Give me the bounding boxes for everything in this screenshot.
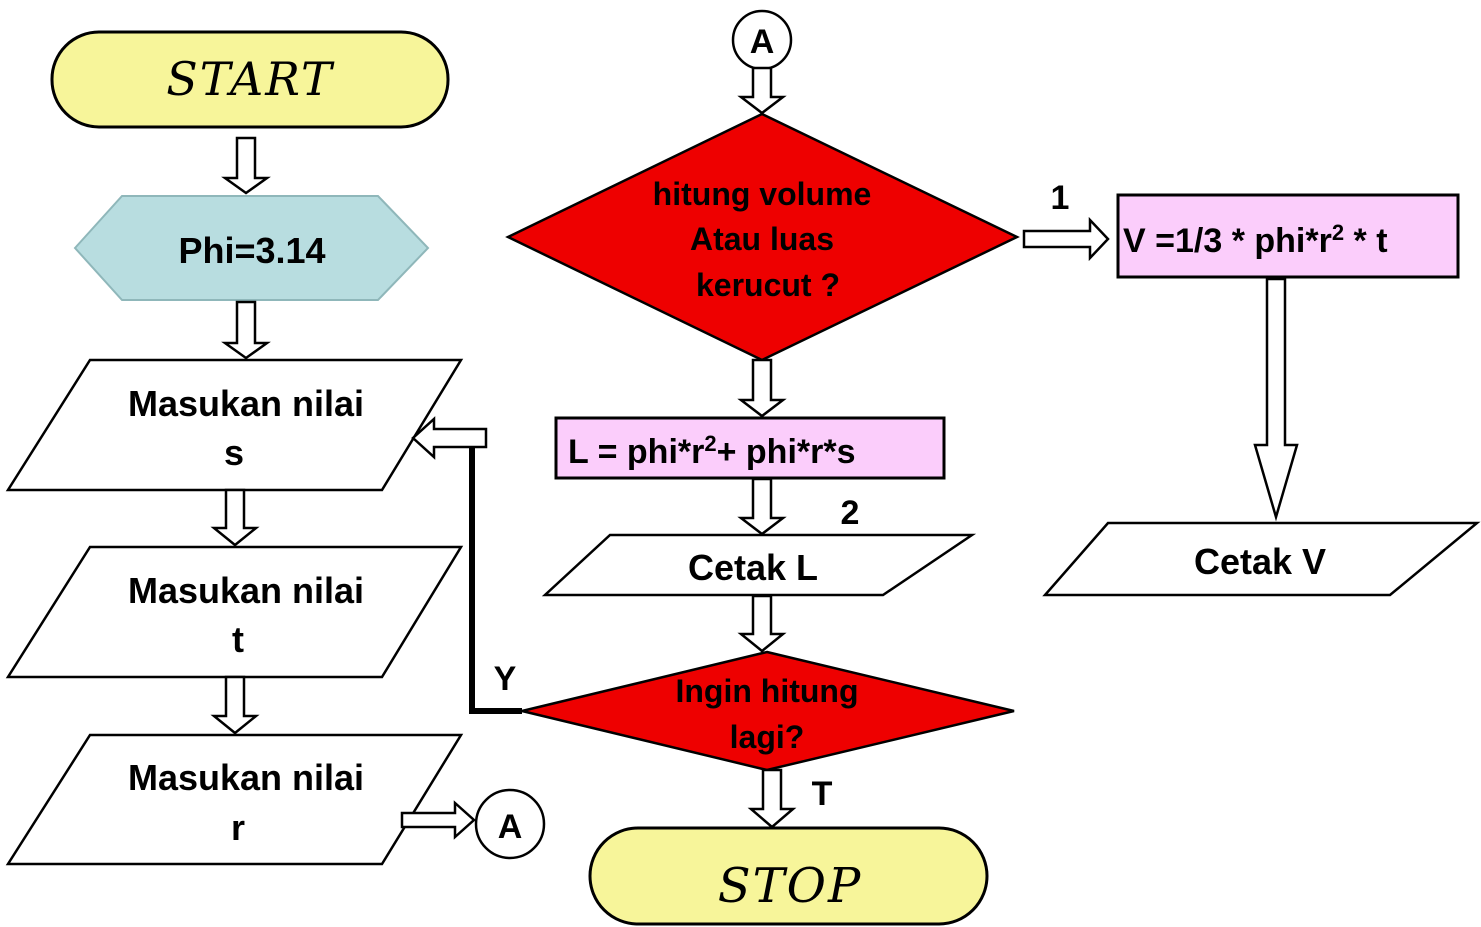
- arrow-connector-a-to-decision: [737, 66, 787, 115]
- decision-volume-or-area-line3: kerucut ?: [696, 267, 840, 303]
- input-s-line2: s: [224, 432, 244, 473]
- output-print-v: Cetak V: [1042, 521, 1481, 597]
- input-t-shape: [5, 545, 464, 679]
- input-s: Masukan nilai s: [5, 358, 464, 492]
- arrow-input-r-to-connector-a: [400, 800, 476, 840]
- decision-volume-or-area: hitung volume Atau luas kerucut ?: [505, 112, 1020, 362]
- process-volume-label: V =1/3 * phi*r2 * t: [1123, 220, 1388, 260]
- input-t: Masukan nilai t: [5, 545, 464, 679]
- input-t-line1: Masukan nilai: [128, 570, 364, 611]
- arrow-print-l-to-decision-again: [737, 594, 787, 653]
- preparation-shape: [73, 195, 430, 301]
- output-print-l-label: Cetak L: [688, 547, 818, 588]
- output-print-l: Cetak L: [541, 533, 977, 597]
- process-volume-main: V =1/3 * phi*r: [1123, 222, 1332, 260]
- arrow-area-to-print-l: [737, 477, 787, 536]
- process-area-label: L = phi*r2+ phi*r*s: [568, 431, 856, 471]
- connector-a-out-shape: [474, 788, 546, 860]
- input-r-shape: [5, 733, 464, 866]
- decision-again: Ingin hitung lagi?: [521, 650, 1015, 772]
- output-print-v-shape: [1042, 521, 1481, 597]
- process-area-tail: + phi*r*s: [717, 433, 856, 471]
- decision-again-line1: Ingin hitung: [675, 673, 858, 709]
- process-area: L = phi*r2+ phi*r*s: [554, 416, 946, 480]
- output-print-v-label: Cetak V: [1194, 541, 1326, 582]
- stop-terminal: STOP: [588, 826, 989, 926]
- branch-yes-label: Y: [494, 660, 517, 698]
- arrow-phi-to-input-s: [221, 300, 271, 360]
- start-label: START: [166, 52, 335, 106]
- input-s-line1: Masukan nilai: [128, 383, 364, 424]
- decision-volume-or-area-line2: Atau luas: [690, 221, 834, 257]
- stop-shape: [588, 826, 989, 926]
- branch-no-label: T: [812, 775, 833, 813]
- input-r: Masukan nilai r: [5, 733, 464, 866]
- start-shape: [50, 30, 450, 129]
- process-volume-superscript: 2: [1332, 220, 1344, 245]
- arrow-decision-again-to-stop: [747, 768, 797, 829]
- branch-1-label: 1: [1051, 179, 1070, 217]
- arrow-start-to-phi: [221, 136, 271, 195]
- connector-a-out: A: [474, 788, 546, 860]
- start-terminal: START: [50, 30, 450, 129]
- input-t-line2: t: [232, 619, 244, 660]
- arrow-volume-to-print-v: [1253, 277, 1299, 522]
- output-print-l-shape: [541, 533, 977, 597]
- connector-a-out-label: A: [498, 808, 523, 846]
- process-area-shape: [554, 416, 946, 480]
- decision-again-line2: lagi?: [730, 719, 805, 755]
- arrow-decision-to-volume: [1022, 216, 1110, 262]
- branch-2-label: 2: [841, 494, 860, 532]
- stop-label: STOP: [718, 858, 863, 914]
- preparation-step: Phi=3.14: [73, 195, 430, 301]
- connector-a-in-label: A: [750, 23, 775, 61]
- decision-volume-or-area-line1: hitung volume: [653, 176, 872, 212]
- process-area-superscript: 2: [704, 431, 716, 456]
- process-volume-tail: * t: [1344, 222, 1387, 260]
- arrow-decision-to-area: [737, 358, 787, 418]
- input-r-line2: r: [231, 807, 245, 848]
- process-area-main: L = phi*r: [568, 433, 704, 471]
- process-volume: V =1/3 * phi*r2 * t: [1116, 193, 1460, 279]
- input-s-shape: [5, 358, 464, 492]
- arrow-loop-to-input-s: [411, 416, 488, 460]
- arrow-input-t-to-input-r: [210, 675, 260, 735]
- preparation-label: Phi=3.14: [178, 230, 325, 271]
- arrow-input-s-to-input-t: [210, 488, 260, 547]
- input-r-line1: Masukan nilai: [128, 757, 364, 798]
- process-volume-shape: [1116, 193, 1460, 279]
- connector-a-in: A: [731, 9, 793, 71]
